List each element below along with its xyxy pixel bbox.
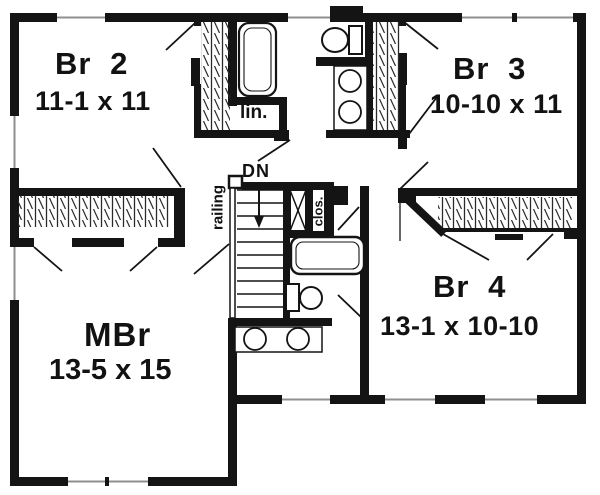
bathtub-inner (295, 241, 360, 270)
interior-walls (10, 13, 586, 396)
bath-north-door (337, 206, 360, 231)
br2-closet-door (165, 22, 196, 51)
stair-railing (229, 187, 236, 319)
sink (338, 69, 362, 93)
window (68, 477, 105, 486)
br4-closet-hatch (438, 197, 572, 228)
newel-post (227, 174, 244, 190)
hall-bath-fixtures (237, 21, 368, 131)
br4-closet-angled-wall (401, 193, 447, 237)
window (10, 116, 19, 168)
linen-closet-label: lin. (240, 102, 268, 123)
br3-entry-door (405, 96, 438, 139)
room-dimensions-br2: 11-1 x 11 (35, 86, 151, 116)
staircase (227, 174, 283, 319)
room-dimensions-br4: 13-1 x 10-10 (380, 311, 540, 341)
sink (338, 100, 362, 124)
br3-closet-hatch (373, 22, 401, 130)
room-dimensions-mbr: 13-5 x 15 (49, 354, 172, 386)
br2-closet-hatch (201, 22, 230, 130)
mbr-closet-bifold-left (33, 246, 63, 272)
room-label-br4: Br 4 (433, 269, 507, 304)
window (282, 395, 330, 404)
toilet-tank (285, 283, 300, 312)
door-swings (33, 21, 554, 320)
br3-closet-door (403, 21, 439, 50)
window (109, 477, 148, 486)
stairs-down-label: DN (242, 161, 270, 181)
closet-label: clos. (310, 196, 326, 227)
center-bath-fixtures (234, 235, 366, 353)
down-arrow (254, 183, 264, 228)
window (485, 395, 537, 404)
window (288, 13, 330, 22)
toilet-bowl (299, 286, 323, 310)
mbr-entry-door (193, 243, 230, 275)
bathtub-inner (243, 27, 272, 92)
room-label-br2: Br 2 (55, 46, 129, 81)
br2-entry-door (152, 147, 182, 188)
chimney-marker (330, 6, 363, 14)
hall-bath-door (257, 139, 291, 162)
shelf-closet (289, 189, 307, 232)
sink (243, 327, 267, 351)
window (385, 395, 435, 404)
railing-label: railing (209, 185, 227, 231)
mbr-closet-hatch (18, 196, 170, 227)
sink (286, 327, 310, 351)
mbr-closet-bifold-right (129, 246, 158, 272)
closet-hatching (18, 22, 572, 228)
bath-south-door (337, 294, 364, 320)
room-label-br3: Br 3 (453, 51, 527, 86)
toilet-tank (348, 25, 363, 55)
window (462, 13, 512, 22)
window (517, 13, 573, 22)
window (10, 242, 19, 300)
br4-entry-door (398, 161, 429, 191)
br4-closet-bifold-left (442, 233, 490, 261)
br4-closet-bifold-right (526, 233, 554, 261)
window (57, 13, 105, 22)
room-dimensions-br3: 10-10 x 11 (430, 89, 563, 119)
windows (10, 13, 573, 486)
room-label-mbr: MBr (84, 316, 152, 353)
toilet-bowl (321, 27, 349, 53)
